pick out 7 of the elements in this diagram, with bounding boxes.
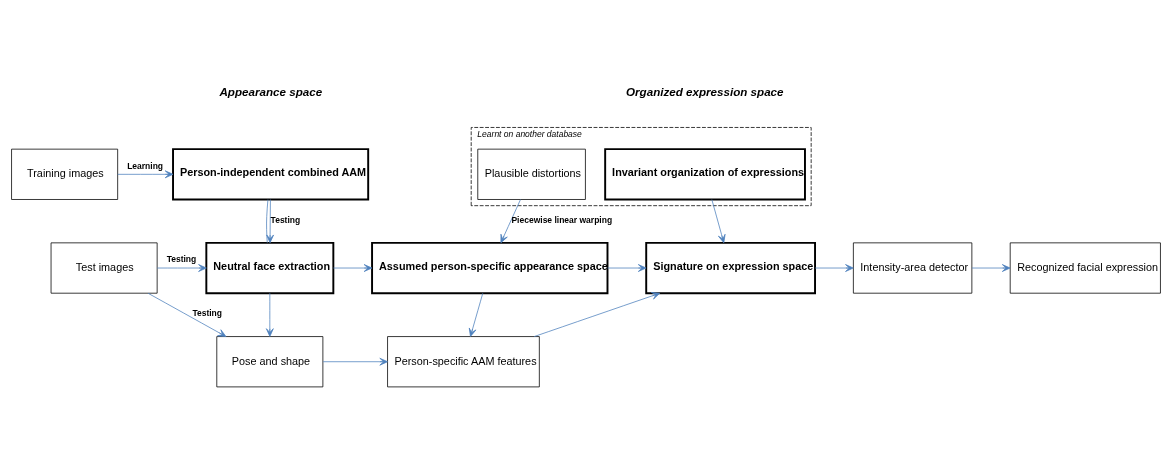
- edge-label: Testing: [192, 308, 222, 319]
- edge-label: Learning: [127, 160, 164, 171]
- edge-label: Testing: [270, 214, 301, 225]
- edge-label: Testing: [166, 254, 197, 265]
- label: Appearance space: [219, 84, 323, 98]
- label: Organized expression space: [626, 84, 784, 98]
- edge-label: Piecewise linear warping: [511, 214, 613, 225]
